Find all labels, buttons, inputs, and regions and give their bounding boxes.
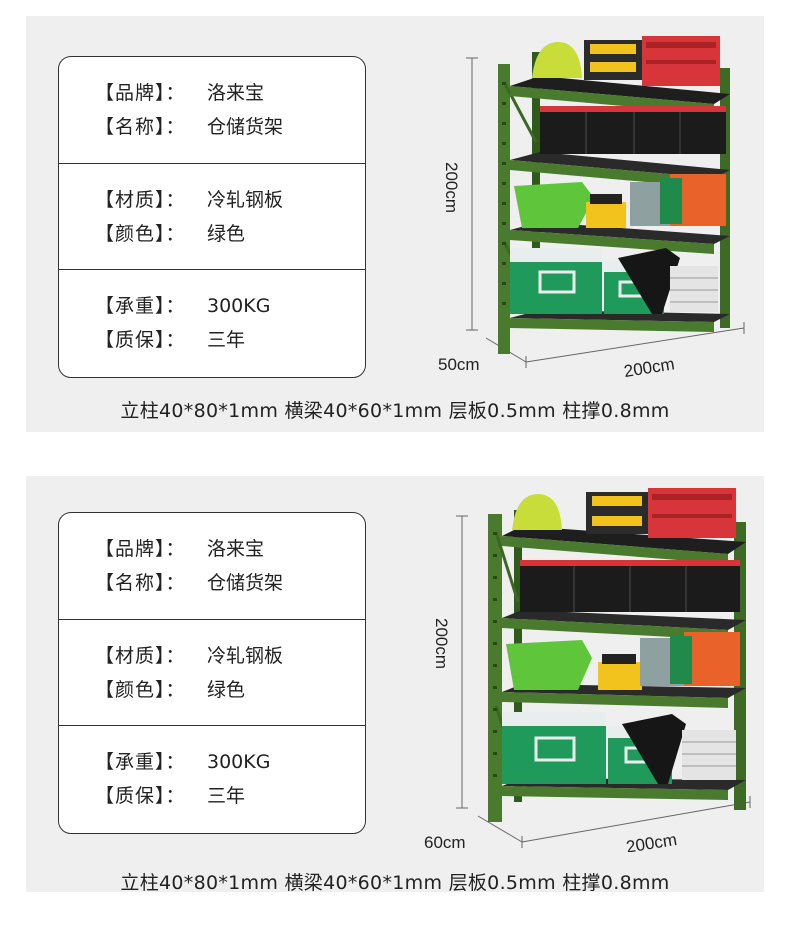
goods-bottom-shelf xyxy=(502,712,736,784)
spec-card: 【品牌】： 洛来宝 【名称】： 仓储货架 【材质】： 冷轧钢板 【颜色】： 绿色 【承重… xyxy=(58,56,366,378)
spec-value: 三年 xyxy=(207,785,246,807)
spec-group-brand-name: 【品牌】： 洛来宝 【名称】： 仓储货架 xyxy=(59,513,365,619)
spec-group-material-color: 【材质】： 冷轧钢板 【颜色】： 绿色 xyxy=(59,163,365,269)
spec-row-warranty: 【质保】： 三年 xyxy=(95,326,245,354)
spec-key: 【名称】： xyxy=(95,116,186,138)
spec-row-material: 【材质】： 冷轧钢板 xyxy=(95,186,283,214)
spec-value: 仓储货架 xyxy=(207,116,284,138)
spec-key: 【材质】： xyxy=(95,645,186,667)
spec-key: 【名称】： xyxy=(95,572,186,594)
spec-key: 【质保】： xyxy=(95,329,186,351)
goods-third-shelf xyxy=(506,632,740,690)
shelf-illustration: 200cm 60cm 200cm xyxy=(424,488,751,852)
spec-row-brand: 【品牌】： 洛来宝 xyxy=(95,535,264,563)
spec-key: 【承重】： xyxy=(95,751,186,773)
spec-key: 【承重】： xyxy=(95,295,186,317)
spec-row-color: 【颜色】： 绿色 xyxy=(95,676,245,704)
height-dimension-line xyxy=(456,515,468,809)
spec-value: 300KG xyxy=(207,751,271,773)
goods-top-shelf xyxy=(512,488,736,538)
spec-value: 冷轧钢板 xyxy=(207,189,284,211)
depth-dimension-line xyxy=(477,815,523,843)
width-dimension-line xyxy=(521,796,751,848)
material-spec-footer: 立柱40*80*1mm 横梁40*60*1mm 层板0.5mm 柱撑0.8mm xyxy=(120,872,670,894)
height-dimension-line xyxy=(466,57,478,331)
goods-bottom-shelf xyxy=(510,248,718,314)
depth-label: 60cm xyxy=(424,833,466,852)
spec-row-color: 【颜色】： 绿色 xyxy=(95,220,245,248)
spec-value: 三年 xyxy=(207,329,246,351)
shelf-level-2 xyxy=(502,610,746,640)
spec-key: 【品牌】： xyxy=(95,82,186,104)
spec-value: 洛来宝 xyxy=(207,538,265,560)
spec-row-load: 【承重】： 300KG xyxy=(95,748,270,776)
spec-value: 冷轧钢板 xyxy=(207,645,284,667)
spec-key: 【材质】： xyxy=(95,189,186,211)
goods-second-shelf xyxy=(540,106,726,154)
spec-key: 【质保】： xyxy=(95,785,186,807)
goods-top-shelf xyxy=(532,36,720,86)
shelf-level-1 xyxy=(502,526,746,564)
spec-value: 300KG xyxy=(207,295,271,317)
spec-value: 洛来宝 xyxy=(207,82,265,104)
goods-third-shelf xyxy=(514,174,726,228)
spec-card: 【品牌】： 洛来宝 【名称】： 仓储货架 【材质】： 冷轧钢板 【颜色】： 绿色 【承重… xyxy=(58,512,366,834)
spec-group-load-warranty: 【承重】： 300KG 【质保】： 三年 xyxy=(59,269,365,375)
goods-second-shelf xyxy=(520,560,740,612)
spec-key: 【颜色】： xyxy=(95,223,186,245)
depth-label: 50cm xyxy=(438,355,480,374)
product-spec-panel-50cm: 【品牌】： 洛来宝 【名称】： 仓储货架 【材质】： 冷轧钢板 【颜色】： 绿色 【承重… xyxy=(26,16,764,432)
spec-value: 绿色 xyxy=(207,679,246,701)
spec-row-material: 【材质】： 冷轧钢板 xyxy=(95,642,283,670)
spec-key: 【品牌】： xyxy=(95,538,186,560)
spec-row-load: 【承重】： 300KG xyxy=(95,292,270,320)
spec-group-brand-name: 【品牌】： 洛来宝 【名称】： 仓储货架 xyxy=(59,57,365,163)
width-label: 200cm xyxy=(625,830,678,852)
shelf-illustration: 200cm 50cm 200cm xyxy=(438,36,745,381)
spec-row-name: 【名称】： 仓储货架 xyxy=(95,113,283,141)
spec-row-brand: 【品牌】： 洛来宝 xyxy=(95,79,264,107)
spec-value: 绿色 xyxy=(207,223,246,245)
spec-group-load-warranty: 【承重】： 300KG 【质保】： 三年 xyxy=(59,725,365,831)
product-spec-panel-60cm: 【品牌】： 洛来宝 【名称】： 仓储货架 【材质】： 冷轧钢板 【颜色】： 绿色 【承重… xyxy=(26,476,764,894)
height-label: 200cm xyxy=(442,162,461,213)
height-label: 200cm xyxy=(432,618,451,669)
material-spec-footer: 立柱40*80*1mm 横梁40*60*1mm 层板0.5mm 柱撑0.8mm xyxy=(120,400,670,422)
spec-key: 【颜色】： xyxy=(95,679,186,701)
width-label: 200cm xyxy=(623,354,676,381)
spec-row-name: 【名称】： 仓储货架 xyxy=(95,569,283,597)
width-dimension-line xyxy=(525,322,745,368)
spec-group-material-color: 【材质】： 冷轧钢板 【颜色】： 绿色 xyxy=(59,619,365,725)
spec-value: 仓储货架 xyxy=(207,572,284,594)
spec-row-warranty: 【质保】： 三年 xyxy=(95,782,245,810)
